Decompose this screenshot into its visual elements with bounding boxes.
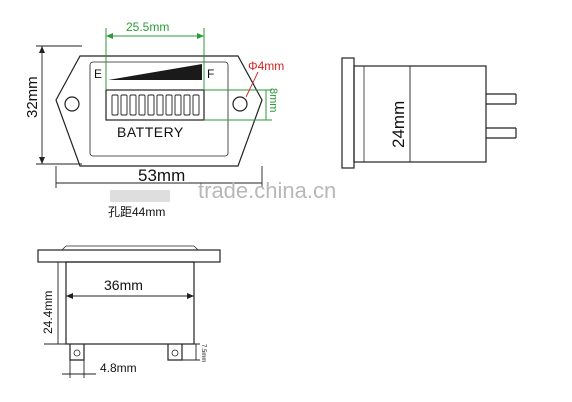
side-height-label: 24mm [389,101,408,148]
bottom-view: 36mm 24.4mm 4.8mm 7.5mm [37,245,221,378]
window-width-label: 25.5mm [126,20,169,34]
hole-diameter-label: Φ4mm [248,59,284,73]
pin-width-label: 7.5mm [200,344,206,362]
bottom-terminal-left-hole [73,349,81,357]
led-segment [174,94,182,116]
height-arrow-bottom [39,157,45,164]
full-label: F [207,67,214,81]
height-label: 32mm [24,76,41,118]
charge-level-wedge [108,64,202,80]
hole-leader-line [245,71,259,98]
side-bezel [341,57,355,169]
hole-spacing-label: 孔距44mm [108,205,165,219]
led-segment [183,94,191,116]
battery-label: BATTERY [117,124,184,140]
led-segment [192,94,200,116]
bottom-terminal-right [167,344,183,361]
body-width-arrow-right [187,293,194,299]
led-segment [156,94,164,116]
led-segment [147,94,155,116]
empty-label: E [94,67,102,81]
pin-spacing-label: 4.8mm [100,361,137,375]
left-mounting-hole [64,96,80,112]
window-width-arrow-left [106,33,113,39]
led-segment [120,94,128,116]
height-arrow-top [39,46,45,53]
front-view: E F BATTERY 25.5mm 8mm Φ4mm 32mm [24,20,284,219]
led-segment [129,94,137,116]
width-label: 53mm [138,166,185,185]
body-height-label: 24.4mm [41,291,55,334]
right-mounting-hole [232,96,248,112]
bottom-terminal-right-hole [171,349,179,357]
led-segments [111,94,200,116]
window-width-arrow-right [197,33,204,39]
bottom-bezel-top-left [61,245,67,251]
body-width-arrow-left [66,293,73,299]
front-bezel-outline [55,55,263,167]
bottom-terminal-left [69,344,85,361]
bottom-bezel [37,249,221,263]
watermark: trade.china.cn [198,178,336,203]
led-segment [111,94,119,116]
led-segment [165,94,173,116]
side-view: 24mm [341,57,517,169]
bottom-body [65,261,195,345]
led-window [105,89,205,121]
side-body [353,65,487,163]
led-segment [138,94,146,116]
window-height-label: 8mm [267,88,279,112]
front-face [89,61,229,157]
bottom-bezel-top-right [193,245,199,251]
body-width-label: 36mm [104,277,143,293]
blurred-note-mark [110,190,170,202]
